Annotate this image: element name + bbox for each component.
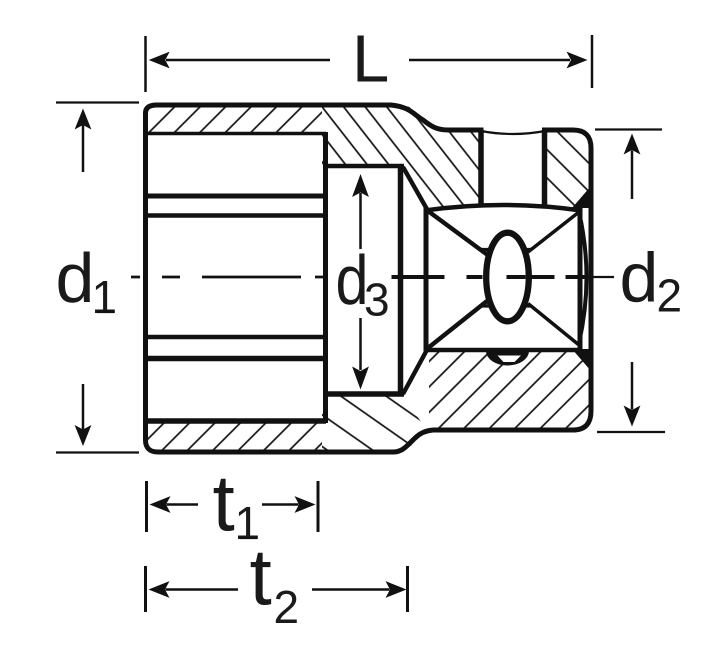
svg-text:3: 3 [364, 274, 390, 326]
svg-text:d: d [56, 239, 95, 317]
svg-text:2: 2 [657, 270, 683, 322]
svg-text:t: t [250, 533, 272, 622]
svg-text:d: d [336, 241, 369, 319]
svg-text:2: 2 [274, 581, 300, 633]
svg-text:t: t [213, 459, 235, 548]
svg-text:d: d [620, 239, 659, 317]
svg-text:1: 1 [235, 497, 261, 549]
svg-text:L: L [352, 22, 389, 97]
svg-text:1: 1 [92, 271, 118, 323]
